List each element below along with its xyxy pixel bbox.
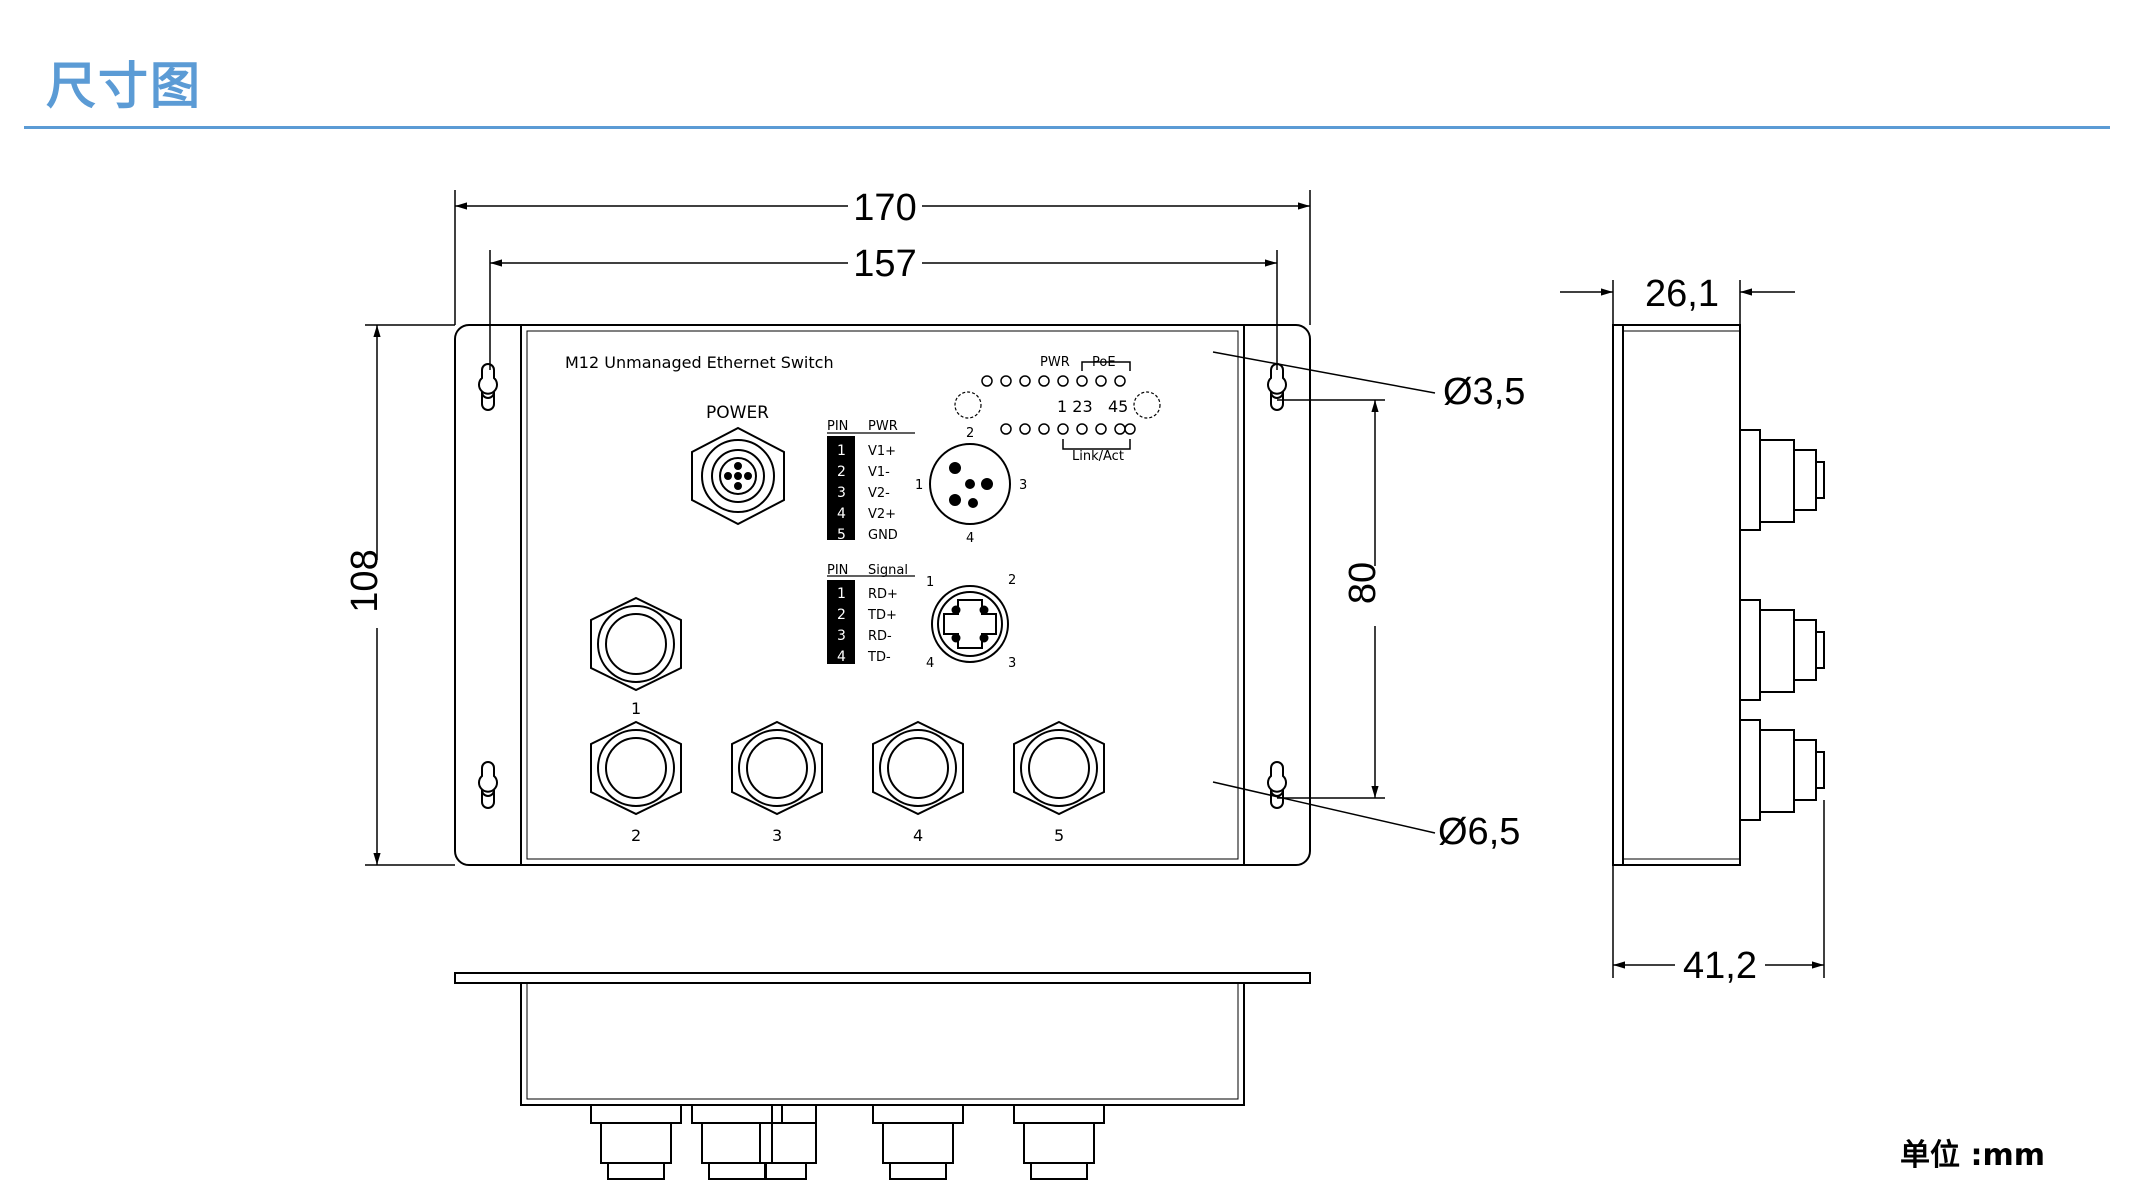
led-ports-b-label: 45	[1108, 397, 1128, 416]
led-pwr-label: PWR	[1040, 355, 1070, 370]
power-label: POWER	[706, 403, 769, 423]
signal-pin-3: 3	[837, 628, 846, 644]
side-connector-signal	[1739, 599, 1825, 701]
power-pin-1-signal: V1+	[868, 444, 896, 459]
page-title: 尺寸图	[46, 57, 202, 115]
dim-large-hole: Ø6,5	[1438, 811, 1520, 853]
side-view	[1612, 324, 1825, 866]
dim-hole-vertical-spacing: 80	[1342, 562, 1384, 604]
power-conn-pin-2: 2	[966, 426, 974, 441]
port-label-4: 4	[913, 826, 923, 845]
screw-right	[1133, 391, 1161, 419]
signal-pin-1: 1	[837, 586, 846, 602]
port-label-2: 2	[631, 826, 641, 845]
unit-label: 单位 :mm	[1900, 1138, 2045, 1173]
signal-pin-3-signal: RD-	[868, 629, 892, 644]
signal-conn-pin-4: 4	[926, 656, 934, 671]
bottom-port-4	[1013, 1104, 1105, 1180]
mount-hole-top-right	[1267, 363, 1287, 411]
side-dimension-lines	[1560, 280, 1825, 978]
power-pin-header: PIN	[827, 419, 848, 434]
led-ports-a-label: 1 23	[1057, 397, 1093, 416]
dim-overall-height: 108	[344, 549, 386, 612]
power-conn-pin-4: 4	[966, 531, 974, 546]
power-pwr-header: PWR	[868, 419, 898, 434]
led-link-act-label: Link/Act	[1072, 449, 1124, 464]
port-1-connector	[590, 596, 682, 692]
dim-small-hole: Ø3,5	[1443, 371, 1525, 413]
mount-hole-bottom-left	[478, 761, 498, 809]
power-pin-5: 5	[837, 527, 846, 543]
title-divider	[24, 126, 2110, 129]
power-pin-5-signal: GND	[868, 528, 898, 543]
signal-pin-header: PIN	[827, 563, 848, 578]
signal-pin-4: 4	[837, 649, 846, 665]
model-label: M12 Unmanaged Ethernet Switch	[565, 353, 834, 372]
power-pin-3-signal: V2-	[868, 486, 890, 501]
power-pin-2-signal: V1-	[868, 465, 890, 480]
signal-conn-pin-1: 1	[926, 575, 934, 590]
port-5-connector	[1013, 720, 1105, 816]
led-row-bottom	[1000, 423, 1136, 435]
power-pin-4: 4	[837, 506, 846, 522]
led-row-top	[981, 375, 1126, 387]
bottom-view	[454, 972, 1311, 1180]
front-dimension-lines	[365, 190, 1436, 866]
bottom-port-1	[590, 1104, 682, 1180]
switch-body	[520, 324, 1245, 866]
signal-conn-pin-2: 2	[1008, 573, 1016, 588]
power-pin-2: 2	[837, 464, 846, 480]
signal-conn-pin-3: 3	[1008, 656, 1016, 671]
signal-pin-4-signal: TD-	[867, 650, 891, 665]
signal-pin-1-signal: RD+	[868, 587, 898, 602]
bottom-port-2	[691, 1104, 783, 1180]
led-poe-label: PoE	[1092, 355, 1116, 370]
side-connector-power	[1739, 429, 1825, 531]
dim-overall-width: 170	[853, 187, 916, 229]
power-pinout-diagram	[929, 443, 1011, 525]
power-pin-3: 3	[837, 485, 846, 501]
signal-pinout-diagram	[931, 585, 1009, 663]
dim-total-depth: 41,2	[1683, 945, 1757, 987]
port-label-5: 5	[1054, 826, 1064, 845]
side-connector-ports	[1739, 719, 1825, 821]
port-label-1: 1	[631, 699, 641, 718]
dim-body-depth: 26,1	[1645, 273, 1719, 315]
power-conn-pin-3: 3	[1019, 478, 1027, 493]
front-view	[454, 324, 1311, 866]
bottom-power	[759, 1104, 817, 1180]
port-3-connector	[731, 720, 823, 816]
screw-left	[954, 391, 982, 419]
port-4-connector	[872, 720, 964, 816]
port-2-connector	[590, 720, 682, 816]
signal-pin-2: 2	[837, 607, 846, 623]
mount-hole-top-left	[478, 363, 498, 411]
signal-pin-2-signal: TD+	[867, 608, 897, 623]
dim-mount-hole-spacing: 157	[853, 243, 916, 285]
power-connector	[691, 426, 785, 526]
power-conn-pin-1: 1	[915, 478, 923, 493]
mount-hole-bottom-right	[1267, 761, 1287, 809]
port-label-3: 3	[772, 826, 782, 845]
power-pin-cells	[827, 436, 855, 540]
bottom-port-3	[872, 1104, 964, 1180]
signal-pin-cells	[827, 580, 855, 664]
signal-signal-header: Signal	[868, 563, 908, 578]
power-pin-4-signal: V2+	[868, 507, 896, 522]
power-pin-1: 1	[837, 443, 846, 459]
